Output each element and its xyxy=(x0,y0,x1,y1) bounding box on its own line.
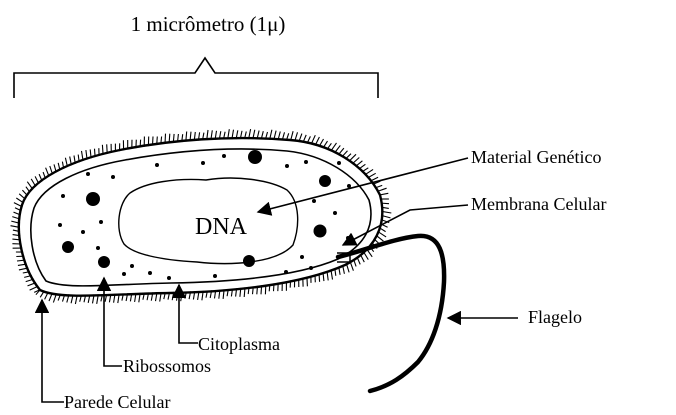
ribosome xyxy=(248,150,262,164)
granule xyxy=(300,255,304,259)
cell-wall-hair xyxy=(319,273,320,281)
granule xyxy=(213,274,217,278)
granule xyxy=(155,163,159,167)
granule xyxy=(96,246,100,250)
cell-wall-hair xyxy=(274,283,275,291)
cell-wall-hair xyxy=(338,148,344,155)
label-cell-membrane: Membrana Celular xyxy=(471,194,606,214)
label-ribosomes: Ribossomos xyxy=(123,356,211,376)
cell-wall-hair xyxy=(153,137,154,146)
cell-wall-hair xyxy=(157,137,158,145)
cell-wall-hair xyxy=(269,284,270,291)
ribosomes xyxy=(62,150,331,268)
granule xyxy=(285,164,289,168)
cell-wall-hair xyxy=(169,134,170,144)
granule xyxy=(201,161,205,165)
granule xyxy=(346,236,350,240)
ribosome xyxy=(243,255,255,267)
cell-wall-hair xyxy=(22,190,27,196)
cell-wall-hair xyxy=(261,285,262,294)
granule xyxy=(309,266,313,270)
granule xyxy=(99,220,103,224)
granule xyxy=(284,270,288,274)
ribosome xyxy=(319,175,331,187)
cell-wall-hair xyxy=(107,144,108,154)
cell-wall-hair xyxy=(331,143,337,151)
cell-wall-hair xyxy=(359,164,366,169)
granule xyxy=(111,175,115,179)
cell-wall-hair xyxy=(365,169,374,175)
cell-wall-hair xyxy=(378,231,387,237)
granule xyxy=(347,184,351,188)
cell-wall-hair xyxy=(342,151,348,157)
cell-wall-hair xyxy=(381,203,389,204)
label-genetic-material: Material Genético xyxy=(471,147,601,167)
ribosome xyxy=(98,256,110,268)
label-cell-wall: Parede Celular xyxy=(64,392,170,412)
cell-wall-hair xyxy=(352,158,359,164)
granule xyxy=(222,154,226,158)
cell-wall-hair xyxy=(363,251,368,259)
granule xyxy=(333,211,337,215)
ribosomes-pointer xyxy=(104,278,122,366)
granule xyxy=(130,264,134,268)
granule xyxy=(122,272,126,276)
granule xyxy=(304,160,308,164)
dna-label: DNA xyxy=(195,214,248,240)
label-flagellum: Flagelo xyxy=(528,307,582,327)
cell-wall-hair xyxy=(376,235,384,241)
granule xyxy=(81,230,85,234)
granule xyxy=(337,161,341,165)
granule xyxy=(312,199,316,203)
ribosome xyxy=(314,225,327,238)
cell-wall-hair xyxy=(102,145,103,155)
ribosome xyxy=(86,192,100,206)
cell-wall-hair xyxy=(140,140,141,148)
cell-wall-hair xyxy=(307,277,308,287)
cell-wall-hair xyxy=(257,286,258,294)
granule xyxy=(148,271,152,275)
cell-wall-hair xyxy=(31,179,36,187)
granule xyxy=(61,194,65,198)
cell-wall-pointer xyxy=(42,300,64,402)
scale-bracket xyxy=(14,58,378,98)
cell-wall-hair xyxy=(335,145,341,153)
granule xyxy=(58,223,62,227)
scale-label: 1 micrômetro (1μ) xyxy=(131,12,286,36)
cell-wall-hair xyxy=(95,149,96,157)
granule xyxy=(86,172,90,176)
cell-wall-hair xyxy=(356,161,363,167)
cell-wall-hair xyxy=(165,134,166,144)
cell-wall-hair xyxy=(27,182,33,190)
cell-wall-hair xyxy=(367,173,375,178)
ribosome xyxy=(62,241,74,253)
label-cytoplasm: Citoplasma xyxy=(198,334,280,354)
granule xyxy=(167,276,171,280)
